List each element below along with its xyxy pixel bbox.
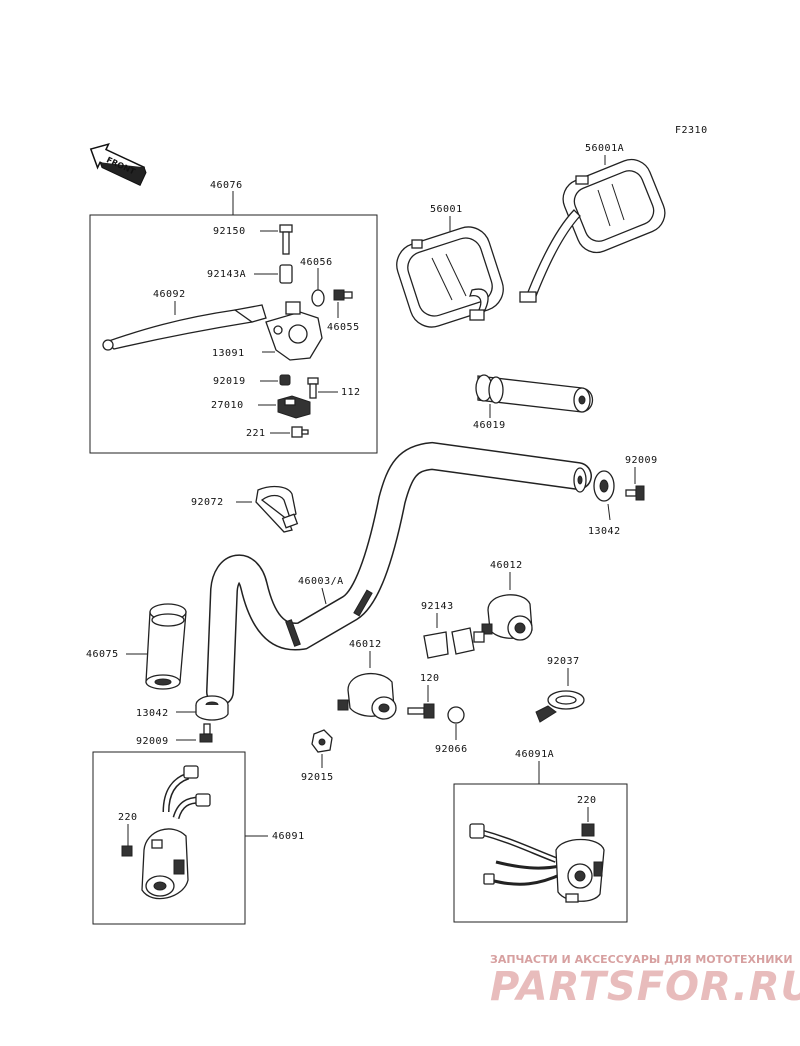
watermark-tagline: ЗАПЧАСТИ И АКСЕССУАРЫ ДЛЯ МОТОТЕХНИКИ	[490, 953, 793, 966]
weight-13042-bottom	[195, 695, 229, 721]
bolt-120	[407, 703, 435, 719]
label-92143: 92143	[421, 601, 454, 612]
left-switch-housing-46091	[121, 765, 211, 900]
label-220-left: 220	[118, 812, 138, 823]
label-46019: 46019	[473, 420, 506, 431]
right-switch-housing-46091A	[469, 823, 605, 903]
label-92019: 92019	[213, 376, 246, 387]
clamp-band-92072	[255, 485, 299, 533]
bolt-112	[307, 377, 319, 399]
label-56001A: 56001A	[585, 143, 624, 154]
left-switch-box	[92, 751, 246, 925]
label-46076: 46076	[210, 180, 243, 191]
collar-92143A	[279, 264, 293, 284]
label-56001: 56001	[430, 204, 463, 215]
label-220-right: 220	[577, 795, 597, 806]
mirror-56001	[396, 226, 504, 328]
label-92150: 92150	[213, 226, 246, 237]
label-46091A: 46091A	[515, 749, 554, 760]
front-arrow-icon: FRONT	[89, 142, 147, 186]
switch-27010	[277, 395, 311, 419]
label-46012-top: 46012	[490, 560, 523, 571]
bolt-92009-bottom	[199, 723, 213, 743]
watermark-brand: PARTSFOR.RU	[490, 964, 800, 1010]
label-92066: 92066	[435, 744, 468, 755]
handlebar-46003A	[206, 441, 592, 706]
label-112: 112	[341, 387, 361, 398]
label-46092: 46092	[153, 289, 186, 300]
bolt-92150	[279, 224, 293, 255]
left-grip-46075	[145, 603, 187, 690]
mirror-56001A	[519, 158, 666, 303]
collar-92143	[423, 627, 475, 659]
clutch-lever-46092	[104, 309, 253, 350]
label-46056: 46056	[300, 257, 333, 268]
bolt-92009-top	[625, 485, 645, 501]
label-13042-top: 13042	[588, 526, 621, 537]
throttle-housing-46012-mid	[337, 672, 397, 720]
label-13091: 13091	[212, 348, 245, 359]
nut-46056	[311, 289, 325, 307]
screw-46055	[333, 289, 353, 301]
cable-guide-92037	[535, 690, 585, 723]
label-46012-mid: 46012	[349, 639, 382, 650]
throttle-housing-46012-top	[473, 594, 533, 643]
label-92015: 92015	[301, 772, 334, 783]
label-92037: 92037	[547, 656, 580, 667]
lever-bracket-13091	[265, 301, 323, 361]
label-46075: 46075	[86, 649, 119, 660]
label-92009-bot: 92009	[136, 736, 169, 747]
label-120: 120	[420, 673, 440, 684]
label-27010: 27010	[211, 400, 244, 411]
screw-221	[291, 426, 309, 438]
label-92009-top: 92009	[625, 455, 658, 466]
label-13042-bot: 13042	[136, 708, 169, 719]
weight-13042-top	[593, 470, 615, 502]
label-92143A: 92143A	[207, 269, 246, 280]
label-92072: 92072	[191, 497, 224, 508]
label-221: 221	[246, 428, 266, 439]
nut-92019	[279, 374, 291, 386]
throttle-grip-46019	[475, 374, 594, 413]
figure-code: F2310	[675, 125, 708, 136]
ball-92066	[447, 706, 465, 724]
label-46055: 46055	[327, 322, 360, 333]
right-switch-box	[453, 783, 628, 923]
nut-92015	[311, 729, 333, 753]
label-46091: 46091	[272, 831, 305, 842]
label-46003A: 46003/A	[298, 576, 344, 587]
